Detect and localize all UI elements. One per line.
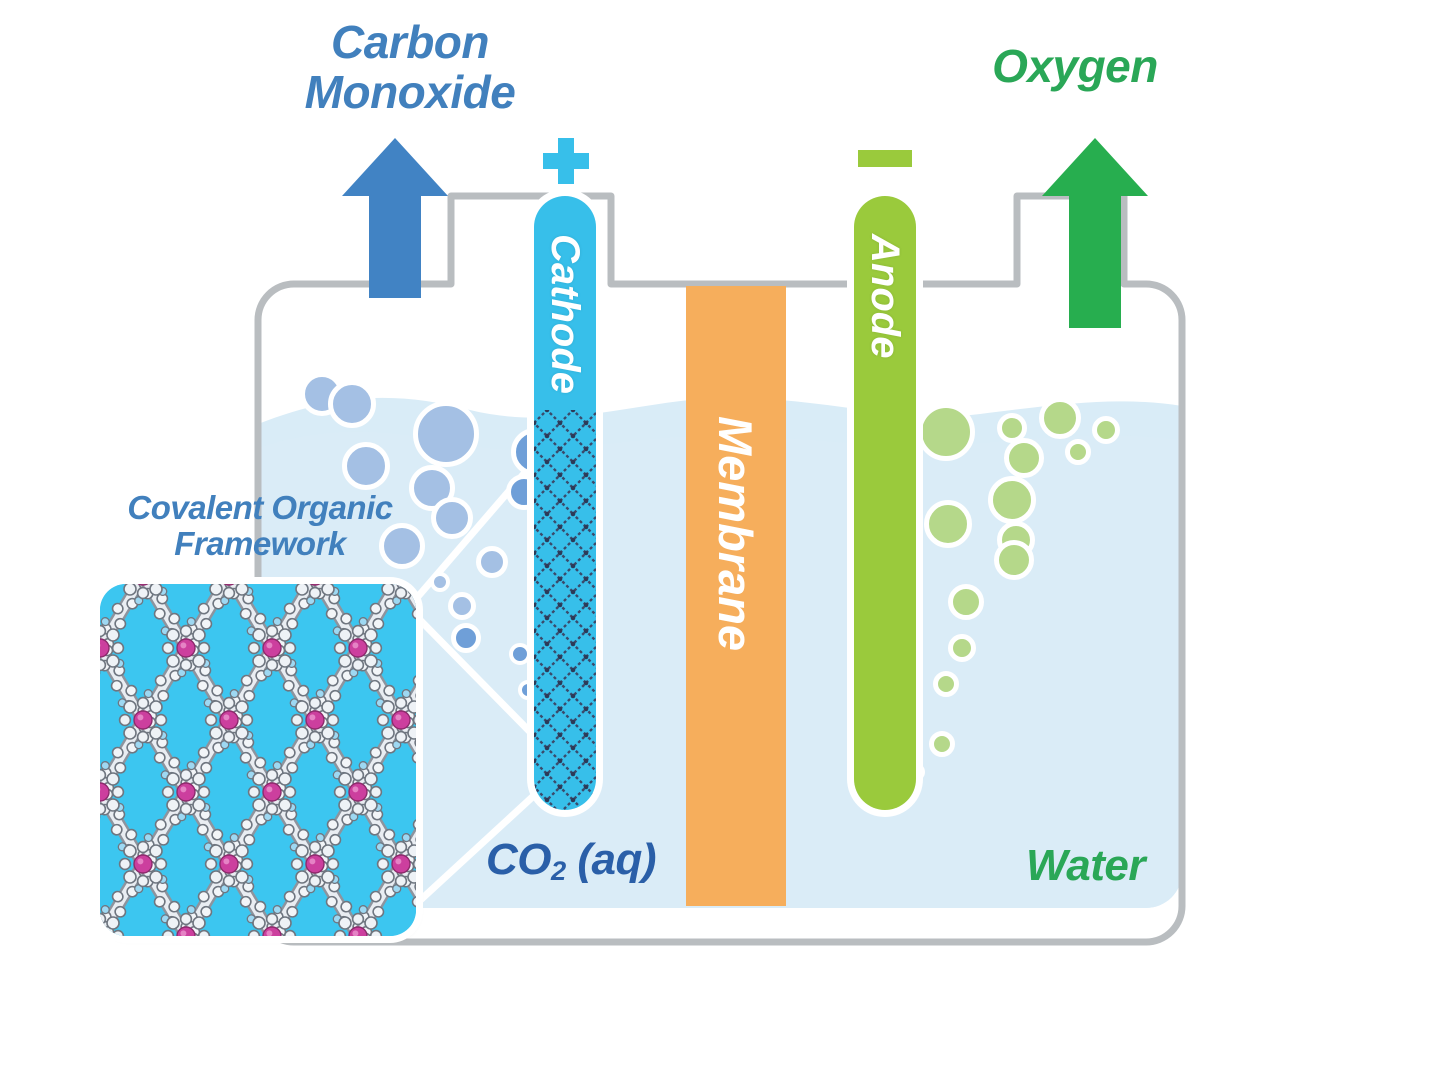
cathode-electrode[interactable]: Cathode xyxy=(534,196,596,810)
gas-bubble xyxy=(948,584,984,620)
gas-bubble xyxy=(1065,439,1091,465)
minus-sign-icon xyxy=(858,150,912,167)
gas-bubble xyxy=(448,592,476,620)
carbon-monoxide-label: Carbon Monoxide xyxy=(304,16,516,118)
co2-prefix: CO xyxy=(486,835,552,884)
gas-bubble xyxy=(1039,397,1081,439)
gas-bubble xyxy=(994,540,1034,580)
gas-bubble xyxy=(430,572,450,592)
gas-bubble xyxy=(379,523,425,569)
gas-bubble xyxy=(917,403,975,461)
co2-aqueous-label: CO2 (aq) xyxy=(486,835,657,886)
cof-lattice-illustration xyxy=(100,584,416,936)
gas-bubble xyxy=(933,671,959,697)
water-label: Water xyxy=(1026,841,1145,890)
gas-bubble xyxy=(476,546,508,578)
gas-bubble xyxy=(413,401,479,467)
gas-bubble xyxy=(988,476,1036,524)
co2-suffix: (aq) xyxy=(565,835,657,884)
gas-bubble xyxy=(929,731,955,757)
ion-exchange-membrane[interactable]: Membrane xyxy=(686,286,786,906)
carbon-monoxide-outflow-arrow xyxy=(342,138,448,298)
gas-bubble xyxy=(342,442,390,490)
gas-bubble xyxy=(451,623,481,653)
gas-bubble xyxy=(328,380,376,428)
co2-subscript: 2 xyxy=(551,855,566,886)
cof-coating-texture xyxy=(534,410,596,810)
anode-electrode[interactable]: Anode xyxy=(854,196,916,810)
anode-label: Anode xyxy=(863,234,908,359)
gas-bubble xyxy=(924,500,972,548)
oxygen-label: Oxygen xyxy=(992,40,1158,92)
gas-bubble xyxy=(509,643,531,665)
gas-bubble xyxy=(431,497,473,539)
gas-bubble xyxy=(948,634,976,662)
covalent-organic-framework-label: Covalent Organic Framework xyxy=(127,489,393,562)
covalent-organic-framework-inset[interactable] xyxy=(100,584,416,936)
plus-sign-icon xyxy=(543,138,589,184)
gas-bubble xyxy=(1092,416,1120,444)
oxygen-outflow-arrow xyxy=(1042,138,1148,328)
gas-bubble xyxy=(1004,438,1044,478)
